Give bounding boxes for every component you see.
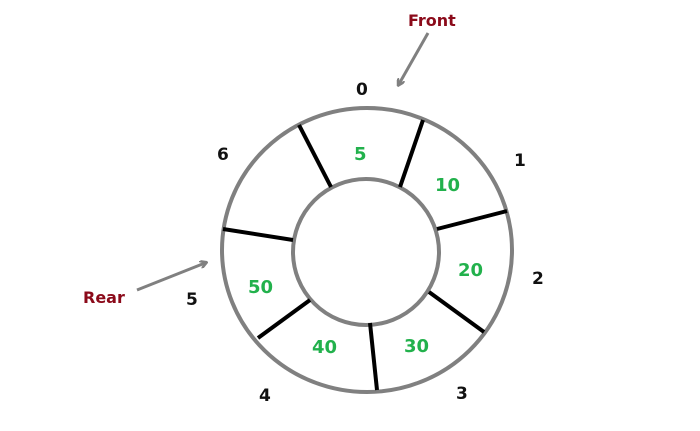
divider xyxy=(297,124,333,188)
slot-value-3: 30 xyxy=(404,336,429,357)
index-3: 3 xyxy=(456,384,468,404)
divider xyxy=(427,290,486,334)
divider xyxy=(222,227,294,242)
index-2: 2 xyxy=(532,269,544,289)
divider xyxy=(256,298,312,340)
index-5: 5 xyxy=(186,290,198,310)
slot-dividers xyxy=(222,119,508,391)
index-6: 6 xyxy=(217,145,229,165)
slot-value-0: 5 xyxy=(354,144,367,165)
index-0: 0 xyxy=(356,80,368,100)
index-4: 4 xyxy=(259,386,271,406)
slot-value-6: 50 xyxy=(248,277,273,298)
slot-value-2: 20 xyxy=(458,260,483,281)
divider xyxy=(368,322,379,391)
divider xyxy=(436,209,508,231)
front-arrow xyxy=(399,32,430,84)
front-label: Front xyxy=(408,11,456,30)
index-1: 1 xyxy=(514,151,526,171)
slot-value-4: 40 xyxy=(312,337,337,358)
rear-arrow xyxy=(136,263,205,292)
rear-label: Rear xyxy=(83,288,125,307)
divider xyxy=(398,119,425,188)
slot-value-1: 10 xyxy=(435,175,460,196)
outer-ring xyxy=(220,106,514,394)
inner-ring xyxy=(291,177,441,327)
